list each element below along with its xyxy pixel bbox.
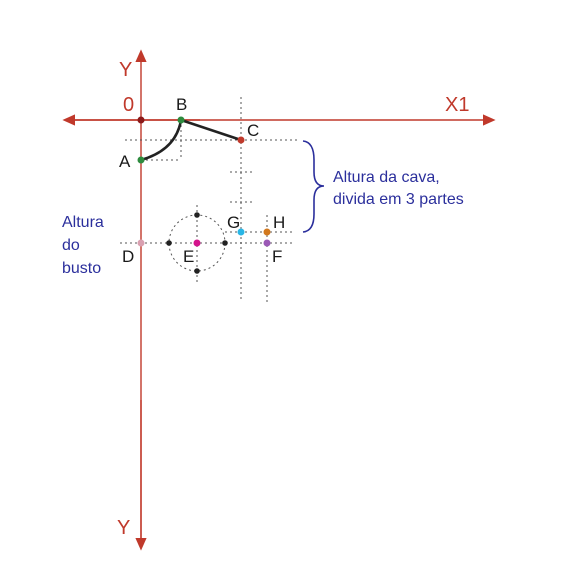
point-h-dot	[263, 228, 271, 236]
circle-marker-left	[166, 240, 172, 246]
circle-marker-bottom	[194, 268, 200, 274]
label-d: D	[122, 247, 134, 266]
annotation-cava-line2: divida em 3 partes	[333, 191, 464, 208]
axis-label-y-top: Y	[119, 59, 132, 81]
annotation-busto-line3: busto	[62, 260, 101, 277]
axis-label-y-bottom: Y	[117, 517, 130, 539]
label-a: A	[119, 152, 131, 171]
annotation-busto-line1: Altura	[62, 214, 104, 231]
label-f: F	[272, 247, 282, 266]
point-c-dot	[237, 136, 245, 144]
point-b-dot	[177, 116, 185, 124]
point-d-dot	[137, 239, 145, 247]
point-e-dot	[193, 239, 201, 247]
circle-marker-top	[194, 212, 200, 218]
point-a-dot	[137, 156, 145, 164]
axis-label-x1: X1	[445, 94, 469, 116]
point-f-dot	[263, 239, 271, 247]
label-e: E	[183, 247, 194, 266]
label-g: G	[227, 213, 240, 232]
annotation-cava-line1: Altura da cava,	[333, 169, 440, 186]
axis-label-origin: 0	[123, 94, 134, 116]
armhole-curve	[140, 119, 183, 162]
point-origin	[137, 116, 145, 124]
circle-marker-right	[222, 240, 228, 246]
point-g-dot	[237, 228, 245, 236]
label-c: C	[247, 121, 259, 140]
label-h: H	[273, 213, 285, 232]
label-b: B	[176, 95, 187, 114]
shoulder-line	[180, 118, 242, 142]
cava-brace	[302, 140, 325, 233]
annotation-busto-line2: do	[62, 237, 80, 254]
